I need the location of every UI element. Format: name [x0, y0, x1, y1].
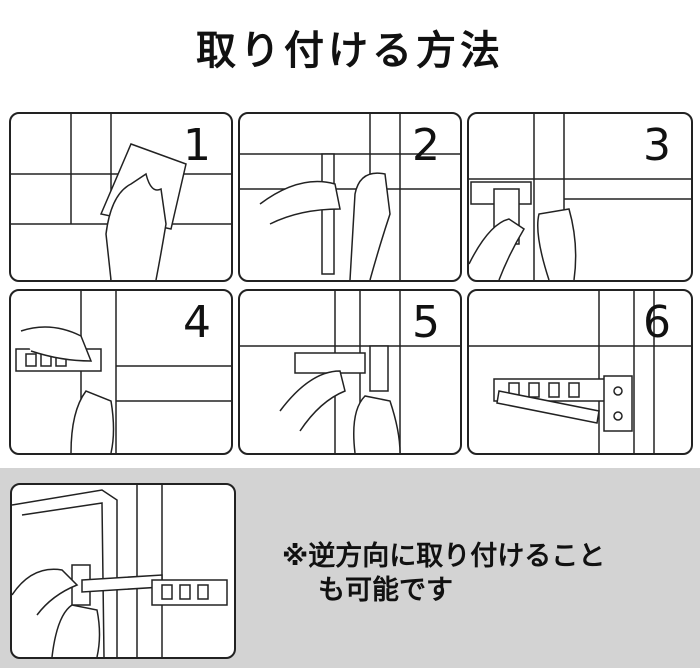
step-2-panel: 2 — [238, 112, 462, 282]
page-title: 取り付ける方法 — [196, 28, 504, 74]
note-line-1: ※逆方向に取り付けること — [282, 541, 606, 572]
step-1-panel: 1 — [9, 112, 233, 282]
step-3-illustration — [469, 114, 691, 280]
step-number: 1 — [183, 120, 211, 171]
step-4-panel: 4 — [9, 289, 233, 455]
step-5-illustration — [240, 291, 460, 453]
step-2-illustration — [240, 114, 460, 280]
reverse-install-illustration — [12, 485, 228, 657]
step-6-illustration — [469, 291, 691, 453]
reverse-install-panel — [10, 483, 236, 659]
step-3-panel: 3 — [467, 112, 693, 282]
step-number: 2 — [412, 120, 440, 171]
step-number: 6 — [643, 297, 671, 348]
step-4-illustration — [15, 291, 231, 453]
step-1-illustration — [11, 114, 231, 280]
note-line-2: も可能です — [318, 575, 453, 606]
reverse-install-note: ※逆方向に取り付けること も可能です — [282, 540, 605, 608]
step-5-panel: 5 — [238, 289, 462, 455]
step-6-panel: 6 — [467, 289, 693, 455]
step-number: 5 — [412, 297, 440, 348]
step-number: 4 — [183, 297, 211, 348]
step-number: 3 — [643, 120, 671, 171]
